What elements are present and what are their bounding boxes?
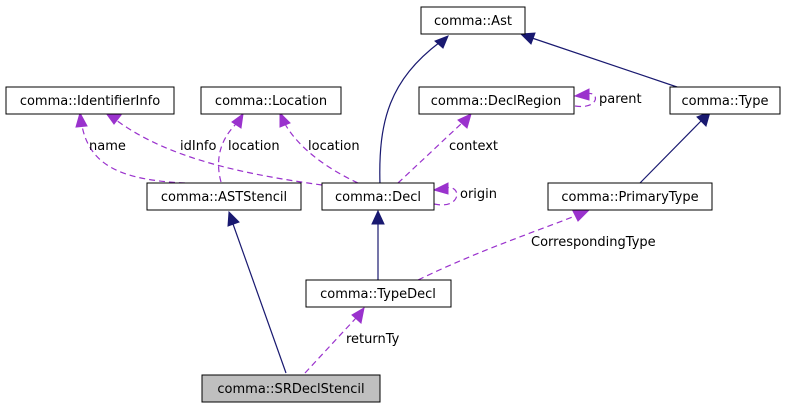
node-location-label: comma::Location xyxy=(215,94,327,109)
label-context: context xyxy=(449,139,498,154)
arrow-decl-to-ast xyxy=(434,35,449,49)
node-ast-label: comma::Ast xyxy=(434,14,512,29)
edge-type-to-ast xyxy=(531,37,681,89)
node-identifierinfo-label: comma::IdentifierInfo xyxy=(20,94,160,109)
label-location-stencil: location xyxy=(228,139,280,154)
label-origin: origin xyxy=(460,187,497,202)
edge-labels: parent name idInfo location location con… xyxy=(89,92,656,347)
arrow-srdeclstencil-typedecl xyxy=(351,307,365,324)
arrow-decl-declregion-context xyxy=(457,113,472,129)
node-identifierinfo[interactable]: comma::IdentifierInfo xyxy=(5,86,175,115)
inheritance-edges xyxy=(227,32,711,374)
node-ast[interactable]: comma::Ast xyxy=(420,6,526,35)
edge-aststencil-identifierinfo-name xyxy=(81,125,186,184)
edge-aststencil-location xyxy=(218,123,237,183)
nodes: comma::Ast comma::IdentifierInfo comma::… xyxy=(5,6,781,403)
arrow-declregion-parent-loop xyxy=(573,88,590,101)
node-aststencil[interactable]: comma::ASTStencil xyxy=(146,182,302,211)
node-location[interactable]: comma::Location xyxy=(200,86,342,115)
node-srdeclstencil[interactable]: comma::SRDeclStencil xyxy=(201,374,381,403)
label-parent: parent xyxy=(599,92,642,107)
node-aststencil-label: comma::ASTStencil xyxy=(161,190,287,205)
arrow-typedecl-to-decl xyxy=(371,209,385,225)
edge-primarytype-to-type xyxy=(639,119,703,184)
node-srdeclstencil-label: comma::SRDeclStencil xyxy=(217,382,364,397)
edge-decl-origin-loop xyxy=(433,187,458,206)
label-returnty: returnTy xyxy=(346,332,400,347)
edge-decl-to-ast xyxy=(379,41,441,186)
edge-srdeclstencil-typedecl xyxy=(304,317,357,374)
edge-decl-declregion-context xyxy=(397,122,463,184)
node-declregion-label: comma::DeclRegion xyxy=(431,94,561,109)
node-type[interactable]: comma::Type xyxy=(669,86,781,115)
arrow-srdeclstencil-to-aststencil xyxy=(227,210,240,227)
node-type-label: comma::Type xyxy=(681,94,768,109)
arrow-typedecl-primarytype xyxy=(572,210,590,222)
edge-typedecl-primarytype xyxy=(417,215,576,281)
arrow-aststencil-identifierinfo-name xyxy=(75,111,88,128)
node-typedecl-label: comma::TypeDecl xyxy=(320,287,436,302)
node-primarytype[interactable]: comma::PrimaryType xyxy=(547,182,713,211)
edge-srdeclstencil-to-aststencil xyxy=(232,223,287,374)
label-correspondingtype: CorrespondingType xyxy=(531,235,656,250)
node-declregion[interactable]: comma::DeclRegion xyxy=(418,86,575,115)
node-decl[interactable]: comma::Decl xyxy=(321,182,435,211)
arrow-decl-location xyxy=(279,111,291,128)
node-typedecl[interactable]: comma::TypeDecl xyxy=(305,279,452,308)
arrow-decl-origin-loop xyxy=(432,182,449,195)
arrow-aststencil-location xyxy=(231,112,244,129)
arrow-type-to-ast xyxy=(519,32,536,45)
label-location-decl: location xyxy=(308,139,360,154)
label-name: name xyxy=(89,139,126,154)
edge-decl-identifierinfo-idinfo xyxy=(115,119,323,186)
usage-edges xyxy=(75,88,596,374)
label-idinfo: idInfo xyxy=(180,139,217,154)
node-primarytype-label: comma::PrimaryType xyxy=(561,190,698,205)
node-decl-label: comma::Decl xyxy=(335,190,421,205)
